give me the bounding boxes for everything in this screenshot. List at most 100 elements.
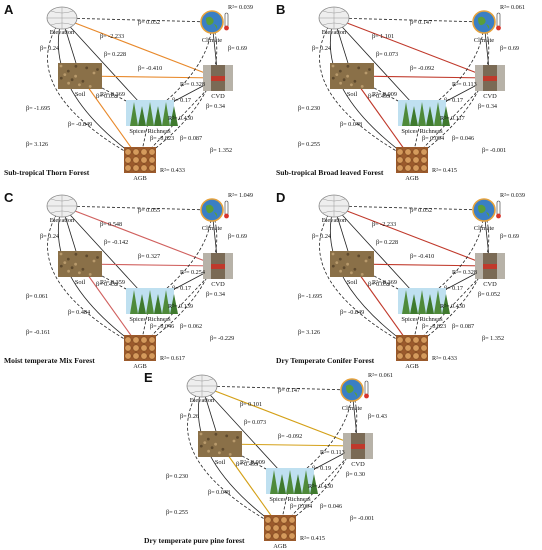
coef-clim_rich: β= 0.052 — [478, 291, 500, 298]
coef-soil_rich: β= 0.052 — [96, 93, 118, 100]
log-end — [420, 148, 428, 156]
log-end — [412, 336, 420, 344]
path-elev-agb — [47, 17, 141, 161]
coef-elev_rich: β= -0.142 — [104, 239, 128, 246]
coef-soil_agb: β= -0.849 — [68, 121, 92, 128]
soil-grain — [59, 64, 63, 68]
coef-soil_rich: β= 0.493 — [236, 461, 258, 468]
tree-shape — [170, 294, 178, 314]
log-end — [148, 164, 156, 172]
soil-grain — [59, 264, 63, 268]
log-end — [148, 148, 156, 156]
log-end — [124, 156, 132, 164]
cvd-label: CVD — [483, 93, 497, 100]
earth-land — [346, 384, 358, 397]
r2-climate: R²= 1.049 — [228, 192, 253, 199]
log-end — [404, 336, 412, 344]
globe-grid — [47, 195, 77, 217]
log-end — [124, 336, 132, 344]
thermometer-bulb — [496, 25, 501, 31]
coef-elev_agb: β= 0.230 — [298, 105, 320, 112]
coef-elev_agb2: β= 3.126 — [298, 329, 320, 336]
coef-cvd_rich: β= 0.19 — [312, 465, 331, 472]
coef-elev_agb2: β= 3.126 — [26, 141, 48, 148]
soil-grain — [199, 444, 203, 448]
panel-letter: B — [276, 2, 285, 17]
tree-shape — [426, 294, 434, 314]
r2-climate: R²= 0.039 — [500, 192, 525, 199]
log-end — [404, 156, 412, 164]
log-end — [412, 148, 420, 156]
soil-grain — [338, 69, 342, 73]
measure-tape — [483, 264, 497, 269]
path-elev-cvd — [333, 17, 491, 79]
soil-grain — [339, 269, 342, 273]
globe-grid — [47, 7, 77, 29]
earth-land — [206, 16, 218, 29]
coef-clim_rich: β= 0.34 — [206, 103, 225, 110]
tree-shape — [138, 106, 146, 126]
rich-label: Spices Richness — [129, 128, 171, 135]
r2-climate: R²= 0.061 — [500, 4, 525, 11]
tree-shape — [302, 470, 310, 494]
coef-elev_agb: β= 0.061 — [26, 293, 48, 300]
measure-tape — [211, 76, 225, 81]
elev-label: Elevation — [50, 29, 75, 36]
log-end — [420, 352, 428, 360]
soil-grain — [357, 66, 361, 70]
r2-agb: R²= 0.415 — [432, 167, 457, 174]
log-end — [124, 344, 132, 352]
tree-shape — [418, 102, 426, 126]
soil-label: Soil — [347, 91, 358, 98]
log-end — [140, 164, 148, 172]
coef-elev_rich: β= 0.073 — [244, 419, 266, 426]
r2-richness: R²= 0.430 — [168, 115, 193, 122]
coef-clim_rich: β= 0.34 — [478, 103, 497, 110]
soil-grain — [350, 83, 353, 87]
log-end — [272, 516, 280, 524]
soil-grain — [339, 81, 342, 85]
coef-soil_cvd: β= -0.092 — [278, 433, 302, 440]
coef-elev_agb2: β= 0.255 — [298, 141, 320, 148]
soil-grain — [331, 252, 335, 256]
log-end — [420, 344, 428, 352]
log-end — [420, 164, 428, 172]
log-end — [140, 336, 148, 344]
r2-climate: R²= 0.061 — [368, 372, 393, 379]
globe-grid — [187, 375, 217, 397]
coef-clim_cvd: β= 0.69 — [500, 233, 519, 240]
thermometer-bulb — [224, 213, 229, 219]
soil-grain — [67, 269, 70, 273]
tree-shape — [130, 290, 138, 314]
soil-grain — [353, 267, 357, 271]
soil-grain — [331, 76, 335, 80]
tree-shape — [130, 102, 138, 126]
coef-cvd_rich: β= 0.17 — [444, 285, 463, 292]
log-end — [396, 156, 404, 164]
cvd-label: CVD — [351, 461, 365, 468]
r2-cvd: R²= 0.328 — [452, 269, 477, 276]
coef-soil_rich: β= 0.432 — [96, 281, 118, 288]
r2-soil: R²= 0.009 — [372, 91, 397, 98]
log-end — [396, 336, 404, 344]
soil-grain — [214, 432, 218, 436]
agb-label: AGB — [133, 175, 147, 182]
soil-grain — [342, 78, 346, 82]
r2-agb: R²= 0.433 — [160, 167, 185, 174]
elev-label: Elevation — [322, 29, 347, 36]
path-elev-cvd — [61, 205, 219, 267]
soil-grain — [92, 259, 96, 263]
soil-grain — [63, 73, 67, 76]
soil-grain — [207, 449, 210, 453]
log-end — [124, 352, 132, 360]
log-end — [132, 156, 140, 164]
earth-land — [206, 204, 218, 217]
tree-shape — [402, 290, 410, 314]
log-end — [140, 156, 148, 164]
clim-label: Climate — [202, 225, 222, 232]
log-end — [396, 148, 404, 156]
path-elev-clim — [333, 205, 485, 211]
tree-shape — [434, 290, 442, 314]
coef-elev_agb2: β= -0.161 — [26, 329, 50, 336]
